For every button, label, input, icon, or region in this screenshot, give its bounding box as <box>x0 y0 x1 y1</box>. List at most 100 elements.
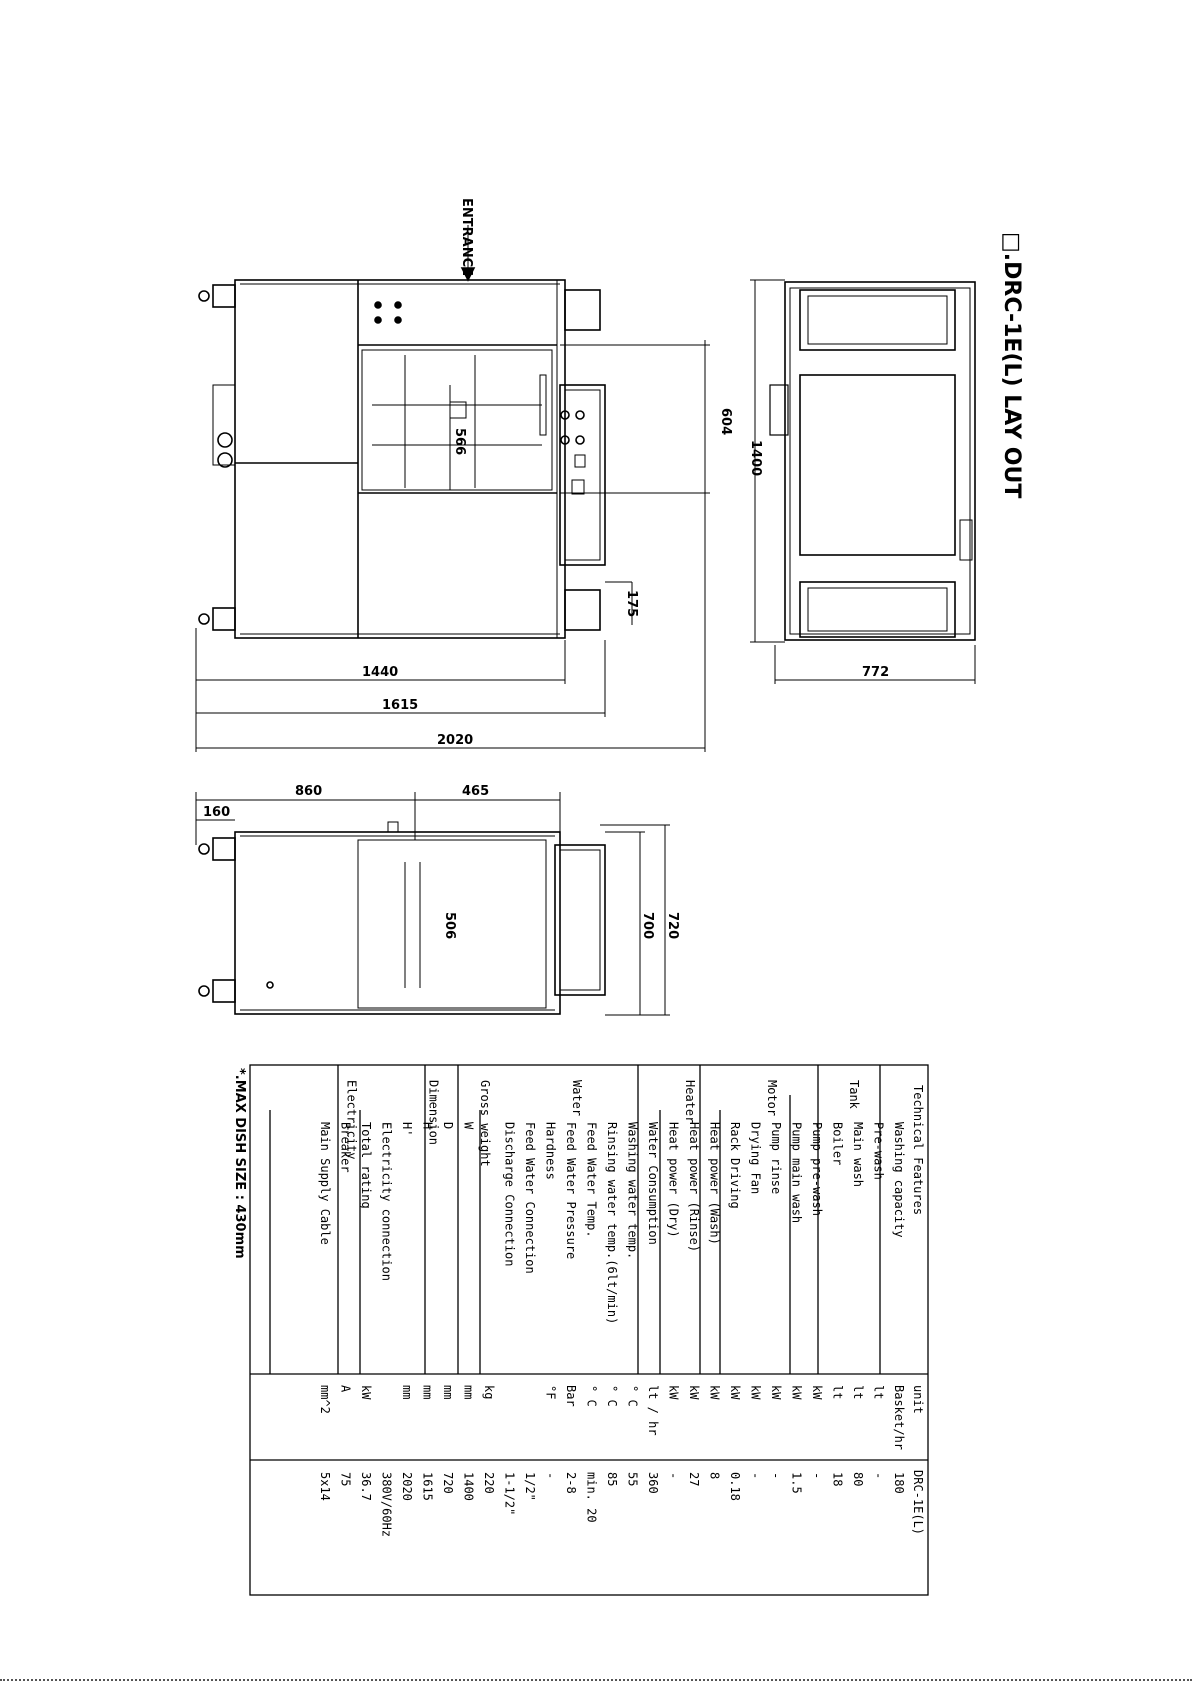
table-row-item: Rinsing water temp.(6lt/min) <box>605 1122 619 1324</box>
table-row-value: 80 <box>851 1472 865 1486</box>
table-row-value: - <box>872 1472 886 1479</box>
table-row-unit: mm <box>462 1385 476 1399</box>
table-row-unit: kW <box>749 1385 763 1400</box>
table-row-item: Hardness <box>544 1122 558 1180</box>
table-row-value: 18 <box>831 1472 845 1486</box>
table-row-unit: mm <box>400 1385 414 1399</box>
table-row-unit: kW <box>810 1385 824 1400</box>
table-row-value: 85 <box>605 1472 619 1486</box>
table-row-value: - <box>667 1472 681 1479</box>
table-row-unit: kW <box>790 1385 804 1400</box>
table-row-value: 180 <box>892 1472 906 1494</box>
table-row-item: Heat power (Wash) <box>708 1122 722 1245</box>
table-row-item: Breaker <box>339 1122 353 1173</box>
plan-view-top <box>198 225 606 639</box>
table-row-item: Washing capacity <box>892 1122 906 1238</box>
table-row-unit: °F <box>544 1385 558 1399</box>
dim-700: 700 <box>640 912 655 939</box>
table-row-unit: kg <box>482 1385 496 1399</box>
table-row-item: Feed Water Pressure <box>564 1122 578 1259</box>
table-row-value: 8 <box>708 1472 722 1479</box>
table-row-unit: ° C <box>626 1385 640 1407</box>
table-row-value: 360 <box>646 1472 660 1494</box>
max-dish-note: *.MAX DISH SIZE : 430mm <box>232 1068 247 1259</box>
table-row-unit: kW <box>708 1385 722 1400</box>
table-row-value: 75 <box>339 1472 353 1486</box>
table-row-item: D <box>441 1122 455 1129</box>
table-group-label: Electricity <box>345 1080 359 1159</box>
spec-table-grid <box>249 1064 929 1596</box>
table-row-unit: A <box>339 1385 353 1393</box>
table-row-value: - <box>769 1472 783 1479</box>
table-group-label: Gross weight <box>478 1080 492 1167</box>
dim-720: 720 <box>665 912 680 939</box>
table-row-value: - <box>749 1472 763 1479</box>
table-row-unit: kW <box>687 1385 701 1400</box>
table-row-value: 5x14 <box>318 1472 332 1501</box>
table-row-item: Boiler <box>831 1122 845 1165</box>
table-row-unit: mm^2 <box>318 1385 332 1414</box>
table-row-item: Main wash <box>851 1122 865 1187</box>
table-row-unit: mm <box>441 1385 455 1399</box>
page-bottom-border <box>0 1679 1192 1681</box>
table-row-item: Main Supply Cable <box>318 1122 332 1245</box>
dim-160: 160 <box>203 805 230 820</box>
table-row-value: 720 <box>441 1472 455 1494</box>
table-row-item: Rack Driving <box>728 1122 742 1209</box>
dim-175: 175 <box>624 590 639 617</box>
table-row-unit: kW <box>728 1385 742 1400</box>
table-group-label: Dimension <box>427 1080 441 1145</box>
table-row-item: Feed Water Temp. <box>585 1122 599 1238</box>
dim-604: 604 <box>718 408 733 435</box>
table-row-value: 0.18 <box>728 1472 742 1501</box>
entrance-label: ENTRANCE <box>459 198 474 276</box>
table-group-label: Water <box>570 1080 584 1116</box>
table-header-feature: Technical Features <box>911 1085 925 1215</box>
table-row-unit: mm <box>421 1385 435 1399</box>
table-row-item: Feed Water Connection <box>523 1122 537 1274</box>
table-row-value: 1615 <box>421 1472 435 1501</box>
table-row-item: Pump main wash <box>790 1122 804 1223</box>
dim-1400: 1400 <box>748 440 763 476</box>
table-row-value: 27 <box>687 1472 701 1486</box>
table-row-item: Electricity connection <box>380 1122 394 1281</box>
side-view-bottom <box>198 821 606 1015</box>
table-row-unit: lt / hr <box>646 1385 660 1436</box>
table-row-value: 55 <box>626 1472 640 1486</box>
table-row-value: 1.5 <box>790 1472 804 1494</box>
table-row-unit: lt <box>831 1385 845 1399</box>
table-row-value: 2020 <box>400 1472 414 1501</box>
table-row-unit: lt <box>872 1385 886 1399</box>
table-row-item: Washing water temp. <box>626 1122 640 1259</box>
table-row-item: Pump pre-wash <box>810 1122 824 1216</box>
table-row-value: 1/2" <box>523 1472 537 1501</box>
table-row-item: Drying Fan <box>749 1122 763 1194</box>
table-group-label: Heater <box>683 1080 697 1123</box>
table-row-value: 2-8 <box>564 1472 578 1494</box>
table-row-value: 380V/60Hz <box>380 1472 394 1537</box>
table-header-model: DRC-1E(L) <box>911 1470 925 1535</box>
layout-title: □.DRC-1E(L) LAY OUT <box>999 232 1024 498</box>
table-group-label: Motor <box>765 1080 779 1116</box>
table-row-value: 1-1/2" <box>503 1472 517 1515</box>
table-group-label: Tank <box>847 1080 861 1110</box>
table-row-unit: kW <box>359 1385 373 1400</box>
dim-506: 506 <box>442 912 457 939</box>
table-row-item: H' <box>400 1122 414 1136</box>
dim-566: 566 <box>452 428 467 455</box>
table-row-value: min. 20 <box>585 1472 599 1523</box>
table-row-unit: ° C <box>605 1385 619 1407</box>
table-row-item: Total rating <box>359 1122 373 1209</box>
table-row-value: 36.7 <box>359 1472 373 1501</box>
dim-1440: 1440 <box>362 665 398 680</box>
table-row-unit: lt <box>851 1385 865 1399</box>
dim-772: 772 <box>862 665 889 680</box>
table-row-item: Heat power (Dry) <box>667 1122 681 1238</box>
table-row-item: Pump rinse <box>769 1122 783 1194</box>
dim-1615: 1615 <box>382 698 418 713</box>
elevation-view-right <box>769 281 976 641</box>
table-row-item: Heat power (Rinse) <box>687 1122 701 1252</box>
table-row-unit: kW <box>667 1385 681 1400</box>
